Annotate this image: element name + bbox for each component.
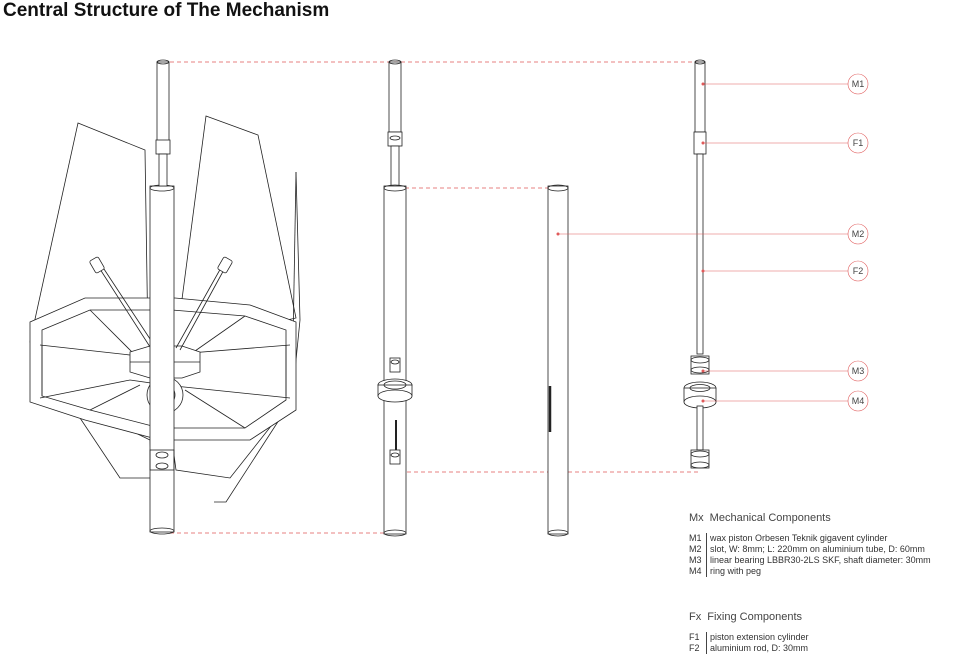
component-view xyxy=(683,59,717,469)
legend-row: M4 ring with peg xyxy=(689,566,931,577)
legend-heading-text: Fixing Components xyxy=(707,611,803,623)
legend-row: F1 piston extension cylinder xyxy=(689,632,809,643)
callout-f2-dot xyxy=(701,269,705,273)
legend-heading-code: Mx xyxy=(689,512,704,524)
callout-label-f2: F2 xyxy=(853,266,864,276)
legend-desc: piston extension cylinder xyxy=(706,632,809,643)
legend-desc: wax piston Orbesen Teknik gigavent cylin… xyxy=(706,533,887,544)
legend-desc: aluminium rod, D: 30mm xyxy=(706,643,808,654)
callout-labels: M1 F1 M2 F2 M3 M4 xyxy=(852,79,865,406)
fixing-components-legend: Fx Fixing Components F1 piston extension c… xyxy=(689,612,809,654)
legend-heading-text: Mechanical Components xyxy=(709,512,831,524)
callout-m1 xyxy=(847,73,869,95)
legend-row: M2 slot, W: 8mm; L: 220mm on aluminium tu… xyxy=(689,544,931,555)
legend-code: F1 xyxy=(689,632,700,642)
legend-code: M4 xyxy=(689,566,702,576)
callout-f1 xyxy=(847,132,869,154)
callout-f2 xyxy=(847,260,869,282)
callout-m1-dot xyxy=(701,82,705,86)
callout-m4-dot xyxy=(701,399,705,403)
assembly-view xyxy=(29,59,301,535)
callout-m3 xyxy=(847,360,869,382)
callout-label-m1: M1 xyxy=(852,79,865,89)
callout-m4 xyxy=(847,390,869,412)
mechanical-components-legend: Mx Mechanical Components M1 wax piston Orb… xyxy=(689,513,931,577)
legend-heading: Fx Fixing Components xyxy=(689,612,809,623)
legend-heading-code: Fx xyxy=(689,611,702,623)
legend-desc: slot, W: 8mm; L: 220mm on aluminium tube… xyxy=(706,544,925,555)
callout-label-m4: M4 xyxy=(852,396,865,406)
callout-m2 xyxy=(847,223,869,245)
callout-label-m2: M2 xyxy=(852,229,865,239)
legend-row: M3 linear bearing LBBR30-2LS SKF, shaft d… xyxy=(689,555,931,566)
legend-code: F2 xyxy=(689,643,700,653)
callout-f1-dot xyxy=(701,141,705,145)
callouts xyxy=(556,73,869,412)
page-title: Central Structure of The Mechanism xyxy=(3,0,330,21)
legend-row: M1 wax piston Orbesen Teknik gigavent cyl… xyxy=(689,533,931,544)
exploded-view xyxy=(377,59,413,537)
callout-m3-dot xyxy=(701,369,705,373)
legend-code: M1 xyxy=(689,533,702,543)
callout-label-f1: F1 xyxy=(853,138,864,148)
legend-heading: Mx Mechanical Components xyxy=(689,513,931,524)
callout-m2-dot xyxy=(556,232,560,236)
tube-view xyxy=(547,184,569,537)
legend-code: M2 xyxy=(689,544,702,554)
legend-row: F2 aluminium rod, D: 30mm xyxy=(689,643,809,654)
legend-code: M3 xyxy=(689,555,702,565)
legend-desc: ring with peg xyxy=(706,566,761,577)
callout-label-m3: M3 xyxy=(852,366,865,376)
legend-desc: linear bearing LBBR30-2LS SKF, shaft dia… xyxy=(706,555,931,566)
